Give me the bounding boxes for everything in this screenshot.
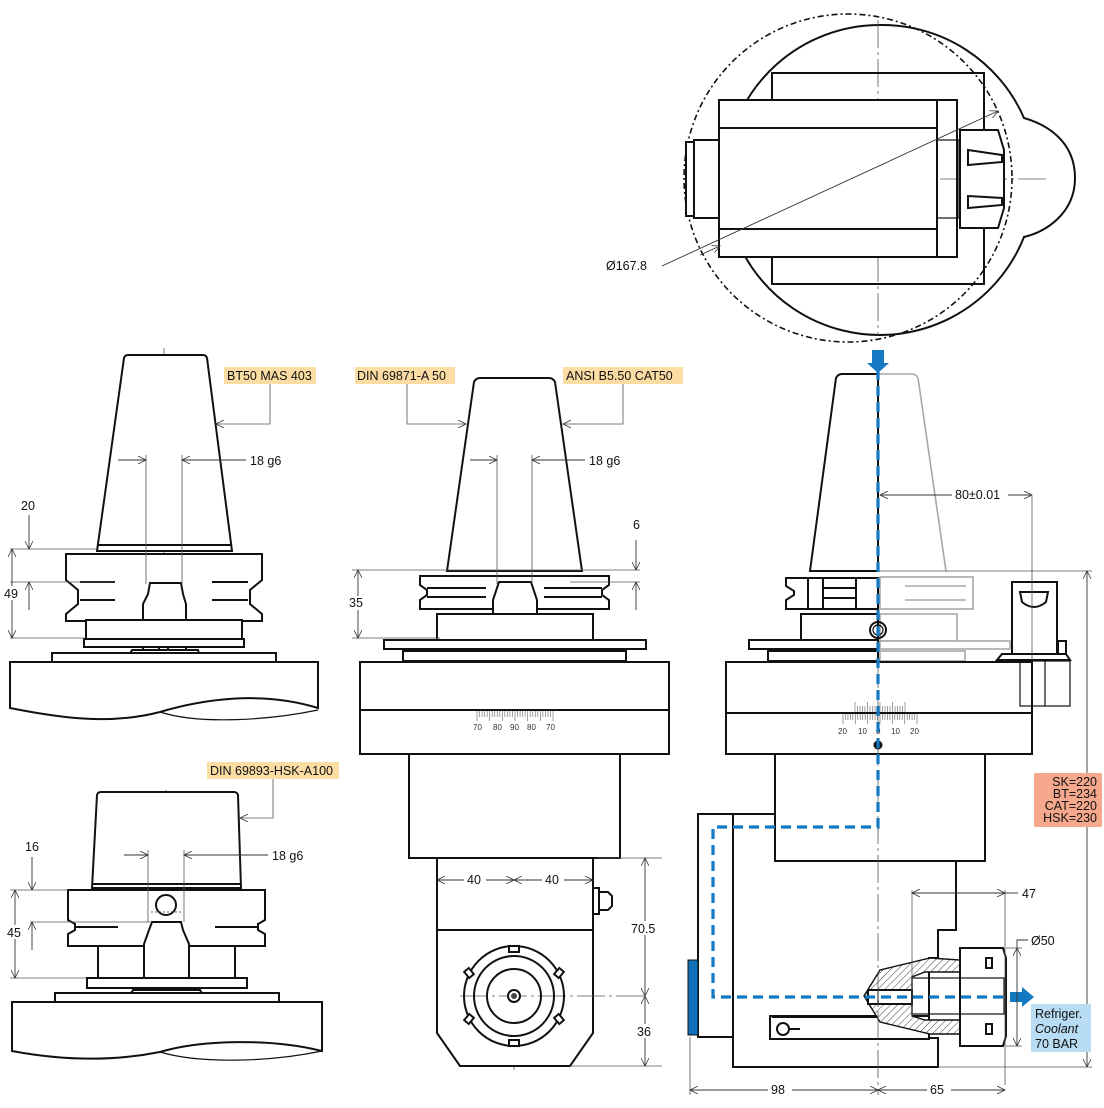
dim-swing-diameter: Ø167.8 — [606, 259, 647, 273]
din-housing — [359, 661, 670, 755]
side-lower-body — [774, 753, 986, 862]
bt50-label-bg — [224, 367, 316, 384]
dim-body-height: 70.5 — [631, 922, 655, 936]
cat-label-bg — [563, 367, 683, 384]
dim-hsk-top: 16 — [25, 840, 39, 854]
swing-circle — [683, 13, 1013, 343]
din-angle-scale — [476, 711, 554, 721]
top-view: Ø167.8 — [606, 13, 1077, 343]
dim-hsk-height: 45 — [7, 926, 21, 940]
hsk-taper — [90, 791, 243, 889]
dim-din-pin: 18 g6 — [589, 454, 620, 468]
length-sk: SK=220 — [1052, 775, 1097, 789]
scale-label: 70 — [546, 723, 555, 732]
diameter-leader — [661, 111, 998, 267]
cat-standard-label: ANSI B5.50 CAT50 — [566, 369, 673, 383]
din-standard-label: DIN 69871-A 50 — [357, 369, 446, 383]
coolant-path — [711, 370, 1008, 999]
scale-label: 20 — [838, 727, 847, 736]
bt50-standard-label: BT50 MAS 403 — [227, 369, 312, 383]
coolant-label-line2: Coolant — [1035, 1022, 1079, 1036]
dim-hsk-pin: 18 g6 — [272, 849, 303, 863]
length-bt: BT=234 — [1053, 787, 1097, 801]
hsk-standard-label: DIN 69893-HSK-A100 — [210, 764, 333, 778]
din-taper — [445, 377, 584, 572]
bt50-base — [9, 661, 319, 721]
coolant-label-line3: 70 BAR — [1035, 1037, 1078, 1051]
scale-label: 80 — [527, 723, 536, 732]
scale-label: 20 — [910, 727, 919, 736]
hsk-view: 18 g6 16 45 DIN 69893-HSK-A100 — [5, 762, 339, 1061]
dim-half-width-left: 40 — [467, 873, 481, 887]
main-body — [718, 99, 938, 258]
scale-label: 10 — [858, 727, 867, 736]
length-table-bg — [1034, 773, 1102, 827]
dim-din-top: 6 — [633, 518, 640, 532]
hsk-flange — [67, 889, 266, 947]
dim-bt50-height: 49 — [4, 587, 18, 601]
bt50-taper — [95, 354, 234, 552]
dim-pin-offset: 80±0.01 — [955, 488, 1000, 502]
dim-bt50-pin: 18 g6 — [250, 454, 281, 468]
din-lower-body — [408, 753, 621, 859]
scale-label: 10 — [891, 727, 900, 736]
rear-stub — [693, 139, 720, 219]
side-cover-plate — [687, 959, 699, 1036]
side-view: 20 10 0 10 20 — [687, 350, 1102, 1097]
collet-nut — [959, 129, 1005, 229]
din-cat-view: 70 80 90 80 70 18 g6 6 — [348, 367, 683, 1070]
dim-din-height: 35 — [349, 596, 363, 610]
hsk-label-bg — [207, 762, 339, 779]
scale-label: 90 — [510, 723, 519, 732]
coolant-inlet-arrow-icon — [867, 350, 889, 373]
din-label-bg — [355, 367, 455, 384]
side-cover — [697, 813, 734, 1038]
length-hsk: HSK=230 — [1043, 811, 1097, 825]
coolant-outlet-arrow-icon — [1010, 987, 1034, 1007]
scale-label: 80 — [493, 723, 502, 732]
dim-spindle-reach: 47 — [1022, 887, 1036, 901]
dim-rear-length: 98 — [771, 1083, 785, 1097]
dim-front-length: 65 — [930, 1083, 944, 1097]
dim-nose-diameter: Ø50 — [1031, 934, 1055, 948]
dim-half-width-right: 40 — [545, 873, 559, 887]
dim-bt50-top: 20 — [21, 499, 35, 513]
side-taper — [808, 373, 879, 572]
din-head — [436, 857, 594, 1067]
side-angle-scale — [842, 702, 918, 724]
length-cat: CAT=220 — [1045, 799, 1097, 813]
coolant-label-line1: Refriger. — [1035, 1007, 1082, 1021]
bt50-view: 18 g6 20 49 BT50 MAS 403 — [2, 348, 319, 721]
coolant-label-bg — [1031, 1004, 1091, 1052]
hsk-base — [11, 1001, 323, 1060]
dim-nose-height: 36 — [637, 1025, 651, 1039]
scale-label: 70 — [473, 723, 482, 732]
